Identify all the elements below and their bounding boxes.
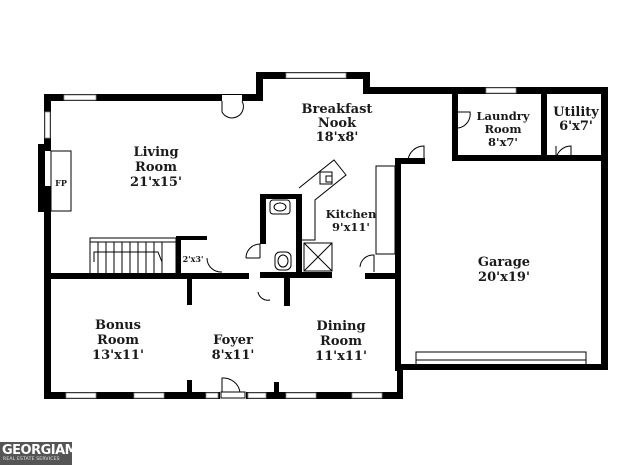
laundry-room-name-line2: Room: [484, 122, 521, 136]
living-room-name-line1: Living: [133, 145, 178, 160]
foyer-name: Foyer: [213, 333, 253, 348]
logo-tagline: REAL ESTATE SERVICES: [3, 457, 60, 462]
closet-dims: 2'x3': [183, 254, 204, 264]
bonus-room-name-line1: Bonus: [95, 318, 141, 333]
bonus-room-dims: 13'x11': [92, 348, 144, 363]
laundry-room-dims: 8'x7': [488, 135, 518, 149]
breakfast-nook-dims: 18'x8': [316, 130, 359, 145]
doors: [206, 95, 572, 399]
utility-name: Utility: [553, 105, 599, 120]
breakfast-nook-name-line1: Breakfast: [302, 102, 373, 117]
laundry-room-name-line1: Laundry: [476, 109, 529, 123]
dining-room-dims: 11'x11': [315, 349, 367, 364]
bonus-room-name-line2: Room: [97, 333, 139, 348]
stairs: [89, 237, 177, 275]
breakfast-nook-name-line2: Nook: [318, 116, 357, 131]
fixtures: [50, 150, 587, 370]
georgiamls-logo: GEORGIAMLS REAL ESTATE SERVICES: [0, 442, 94, 465]
interior-walls: [44, 94, 601, 398]
fireplace-label: FP: [55, 178, 67, 188]
logo-brand: GEORGIAMLS: [2, 443, 94, 458]
living-room-name-line2: Room: [135, 160, 177, 175]
room-labels: Living Room 21'x15' FP Breakfast Nook 18…: [55, 102, 599, 364]
kitchen-dims: 9'x11': [332, 220, 370, 234]
kitchen-name: Kitchen: [326, 207, 377, 221]
windows: [44, 72, 517, 399]
dining-room-name-line1: Dining: [316, 319, 365, 334]
living-room-dims: 21'x15': [130, 175, 182, 190]
utility-dims: 6'x7': [559, 119, 593, 134]
dining-room-name-line2: Room: [320, 334, 362, 349]
garage-dims: 20'x19': [478, 270, 530, 285]
foyer-dims: 8'x11': [212, 348, 255, 363]
garage-name: Garage: [478, 255, 530, 270]
